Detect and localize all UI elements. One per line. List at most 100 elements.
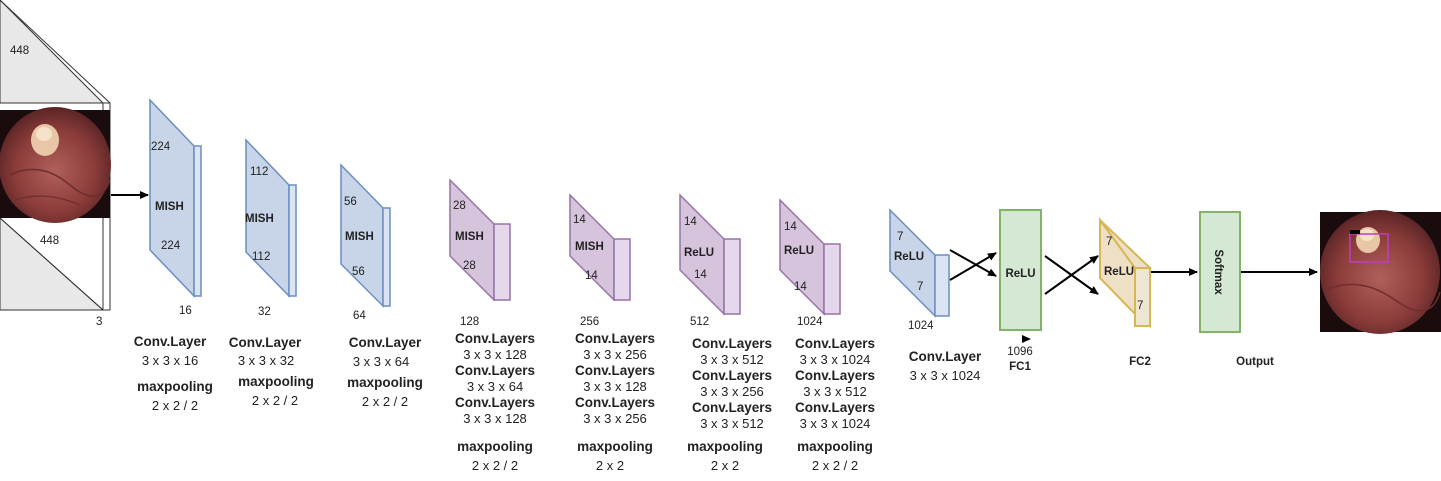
detection-tag	[1350, 230, 1360, 234]
conv-block-4-caption-2: Conv.Layers	[455, 363, 535, 378]
conv-block-8: 7 ReLU 7 1024 Conv.Layer 3 x 3 x 1024	[889, 208, 982, 383]
conv-block-7: 14 ReLU 14 1024 Conv.Layers 3 x 3 x 1024…	[779, 198, 875, 473]
fc1-label: FC1	[1009, 361, 1031, 373]
conv-block-8-caption-1: 3 x 3 x 1024	[910, 368, 981, 383]
conv-block-5-depth: 256	[580, 316, 599, 328]
conv-block-7-depth: 1024	[797, 316, 823, 328]
conv-block-6-dim-bottom: 14	[694, 269, 707, 281]
conv-block-8-front	[889, 208, 936, 318]
conv-block-1-caption-3: 2 x 2 / 2	[152, 398, 198, 413]
conv-block-5-caption-6: maxpooling	[577, 439, 653, 454]
conv-block-4-side	[493, 223, 511, 301]
input-top-dim: 448	[10, 45, 29, 57]
fc2-label: FC2	[1129, 356, 1151, 368]
conv-block-3-side	[382, 207, 391, 307]
conv-block-8-dim-top: 7	[897, 231, 903, 243]
conv-block-1-dim-bottom: 224	[161, 240, 181, 252]
conv-block-8-depth: 1024	[908, 320, 934, 332]
conv-block-6-side	[723, 238, 741, 315]
conv-block-7-caption-5: 3 x 3 x 1024	[800, 416, 871, 431]
conv-block-6-caption-3: 3 x 3 x 256	[700, 384, 764, 399]
conv-block-2: 112 MISH 112 32 Conv.Layer 3 x 3 x 32 ma…	[229, 138, 314, 408]
conv-block-7-caption-6: maxpooling	[797, 439, 873, 454]
conv-block-1-caption-1: 3 x 3 x 16	[142, 353, 198, 368]
conv-block-4-caption-0: Conv.Layers	[455, 331, 535, 346]
conv-block-4: 28 MISH 28 128 Conv.Layers 3 x 3 x 128 C…	[449, 178, 535, 473]
arrow-fc1-to-fc2-lower	[1044, 255, 1099, 295]
conv-block-2-caption-2: maxpooling	[238, 374, 314, 389]
conv-block-6-caption-0: Conv.Layers	[692, 336, 772, 351]
conv-block-4-caption-7: 2 x 2 / 2	[472, 458, 518, 473]
conv-block-2-caption-1: 3 x 3 x 32	[238, 353, 294, 368]
conv-block-2-depth: 32	[258, 306, 271, 318]
softmax-box	[1199, 211, 1241, 333]
conv-block-1: 224 MISH 224 16 Conv.Layer 3 x 3 x 16 ma…	[134, 98, 213, 413]
input-volume: 448 448 3	[0, 0, 111, 328]
detection-box	[1349, 233, 1389, 263]
conv-block-3: 56 MISH 56 64 Conv.Layer 3 x 3 x 64 maxp…	[340, 163, 423, 409]
conv-block-2-dim-top: 112	[250, 166, 268, 178]
conv-block-5-caption-5: 3 x 3 x 256	[583, 411, 647, 426]
conv-block-3-caption-1: 3 x 3 x 64	[353, 354, 409, 369]
conv-block-5: 14 MISH 14 256 Conv.Layers 3 x 3 x 256 C…	[569, 193, 655, 473]
conv-block-7-dim-top: 14	[784, 221, 797, 233]
conv-block-6-activation: ReLU	[684, 247, 714, 259]
conv-block-6-caption-4: Conv.Layers	[692, 400, 772, 415]
conv-block-5-caption-0: Conv.Layers	[575, 331, 655, 346]
fc2-dim-top: 7	[1106, 236, 1112, 248]
input-side-dim: 448	[40, 235, 59, 247]
conv-block-6-caption-6: maxpooling	[687, 439, 763, 454]
conv-block-7-front	[779, 198, 825, 316]
output-endoscopy-image	[1320, 210, 1441, 334]
conv-block-8-activation: ReLU	[894, 251, 924, 263]
conv-block-4-depth: 128	[460, 316, 479, 328]
conv-block-5-dim-top: 14	[573, 214, 586, 226]
conv-block-7-caption-7: 2 x 2 / 2	[812, 458, 858, 473]
conv-block-7-caption-1: 3 x 3 x 1024	[800, 352, 871, 367]
conv-block-4-caption-1: 3 x 3 x 128	[463, 347, 527, 362]
arrow-conv8-to-fc1-lower	[949, 252, 997, 281]
conv-block-4-caption-4: Conv.Layers	[455, 395, 535, 410]
fc2-dim-bottom: 7	[1137, 300, 1143, 312]
fc1-box	[999, 209, 1042, 331]
input-top-face	[0, 0, 105, 104]
fc2-block: 7 ReLU 7 FC2	[1099, 216, 1151, 368]
conv-block-3-caption-2: maxpooling	[347, 375, 423, 390]
conv-block-1-side	[193, 145, 202, 297]
conv-block-6-caption-7: 2 x 2	[711, 458, 739, 473]
fc1-units: 1096	[1007, 346, 1033, 358]
conv-block-5-caption-2: Conv.Layers	[575, 363, 655, 378]
conv-block-4-caption-5: 3 x 3 x 128	[463, 411, 527, 426]
conv-block-7-caption-4: Conv.Layers	[795, 400, 875, 415]
softmax-block: Softmax Output	[1199, 211, 1274, 368]
conv-block-7-caption-0: Conv.Layers	[795, 336, 875, 351]
conv-block-3-caption-0: Conv.Layer	[349, 335, 422, 350]
output-caption: Output	[1236, 356, 1274, 368]
conv-block-4-activation: MISH	[455, 231, 484, 243]
conv-block-6-dim-top: 14	[684, 216, 697, 228]
conv-block-3-dim-bottom: 56	[352, 266, 365, 278]
conv-block-5-caption-3: 3 x 3 x 128	[583, 379, 647, 394]
conv-block-8-dim-bottom: 7	[917, 281, 923, 293]
conv-block-4-dim-bottom: 28	[463, 260, 476, 272]
conv-block-5-caption-7: 2 x 2	[596, 458, 624, 473]
conv-block-1-activation: MISH	[155, 201, 184, 213]
conv-block-5-caption-4: Conv.Layers	[575, 395, 655, 410]
conv-block-2-caption-0: Conv.Layer	[229, 335, 302, 350]
conv-block-6-caption-1: 3 x 3 x 512	[700, 352, 764, 367]
conv-block-5-side	[613, 238, 631, 301]
conv-block-3-dim-top: 56	[344, 196, 357, 208]
conv-block-8-side	[934, 254, 950, 317]
conv-block-2-activation: MISH	[245, 213, 274, 225]
conv-block-1-front	[149, 98, 195, 298]
fc2-activation: ReLU	[1104, 266, 1134, 278]
conv-block-1-caption-2: maxpooling	[137, 379, 213, 394]
conv-block-2-side	[288, 184, 297, 297]
conv-block-4-caption-3: 3 x 3 x 64	[467, 379, 523, 394]
flow-arrows	[111, 191, 1318, 295]
conv-block-4-dim-top: 28	[453, 200, 466, 212]
conv-block-6-caption-2: Conv.Layers	[692, 368, 772, 383]
conv-block-3-activation: MISH	[345, 231, 374, 243]
conv-block-6-depth: 512	[690, 316, 709, 328]
conv-block-5-caption-1: 3 x 3 x 256	[583, 347, 647, 362]
